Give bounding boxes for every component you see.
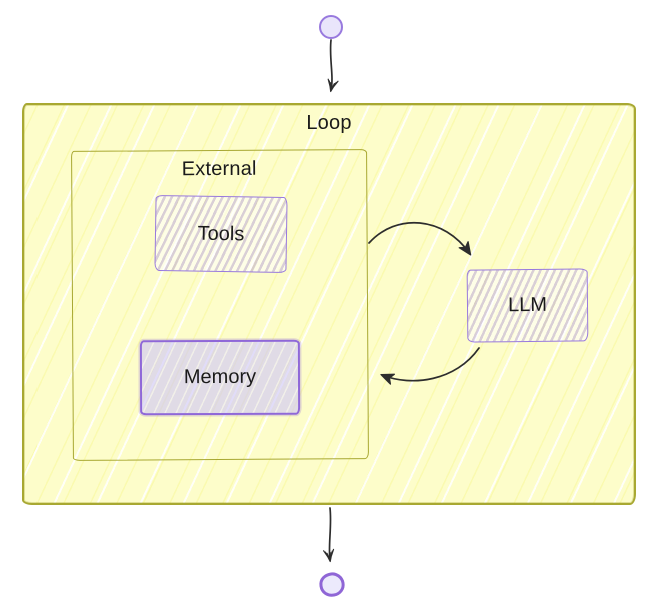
tools-label: Tools — [197, 222, 245, 245]
edge-loop-to-end — [323, 507, 335, 563]
edge-start-to-loop — [327, 39, 339, 93]
end-node[interactable] — [319, 572, 345, 597]
llm-node[interactable]: LLM — [466, 268, 589, 343]
memory-node[interactable]: Memory — [139, 339, 301, 416]
llm-label: LLM — [507, 293, 548, 317]
start-node[interactable] — [319, 15, 343, 39]
loop-title: Loop — [306, 112, 352, 134]
memory-label: Memory — [183, 365, 257, 389]
tools-node[interactable]: Tools — [154, 194, 288, 274]
external-title: External — [181, 157, 257, 181]
